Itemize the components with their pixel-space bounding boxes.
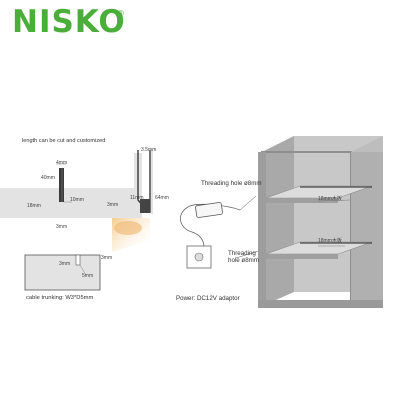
cabinet-right-front bbox=[351, 152, 383, 306]
socket-plug bbox=[194, 252, 204, 262]
dim-3mm-mid: 3mm bbox=[107, 202, 119, 208]
cabinet-face-left bbox=[258, 152, 266, 306]
dim-4mm: 4mm bbox=[56, 160, 68, 166]
trunking-groove bbox=[75, 254, 81, 266]
shelf-top-label: 18mm木板 bbox=[318, 196, 342, 202]
leader-shelf-top bbox=[317, 199, 351, 202]
dim-11mm: 11mm bbox=[130, 195, 144, 201]
wood-panel-left bbox=[0, 188, 98, 218]
aluminium-profile bbox=[59, 168, 64, 202]
registered-mark: ® bbox=[118, 9, 124, 18]
light-glow-core bbox=[114, 221, 142, 235]
shelf-bottom-label: 18mm木板 bbox=[318, 238, 342, 244]
dim-64mm: 64mm bbox=[155, 195, 169, 201]
cabinet-side-left bbox=[262, 136, 294, 306]
dim-5mm: 5mm bbox=[82, 273, 94, 279]
leader-hole-bottom bbox=[235, 249, 263, 259]
dim-3mm-left: 3mm bbox=[56, 224, 68, 230]
corner-profile-body bbox=[140, 199, 150, 213]
threading-hole-top-label: Threading hole ø8mm bbox=[201, 180, 262, 187]
dim-10mm: 10mm bbox=[70, 197, 84, 203]
note-cut-customize: length can be cut and customized bbox=[22, 138, 106, 144]
shelf-top-edge bbox=[266, 198, 338, 203]
leader-hole-top bbox=[239, 195, 257, 211]
threading-hole-bottom-label: Threading hole ø8mm bbox=[228, 250, 259, 264]
cable-trunking-label: cable trunking: W3*D5mm bbox=[26, 295, 94, 301]
cabinet-base bbox=[258, 300, 383, 308]
corner-panel-horizontal bbox=[98, 200, 142, 218]
power-adaptor-label: Power: DC12V adaptor bbox=[176, 295, 240, 302]
brand-logo: NISKO bbox=[12, 4, 126, 40]
dim-3mm-trunk-a: 3mm bbox=[101, 255, 113, 261]
dim-40mm: 40mm bbox=[41, 175, 55, 181]
dim-18mm: 18mm bbox=[27, 203, 41, 209]
dim-3-5mm: 3.5mm bbox=[141, 147, 157, 153]
dim-line-5 bbox=[79, 264, 87, 276]
power-adaptor bbox=[195, 202, 223, 218]
trunking-panel bbox=[24, 254, 101, 291]
dim-3mm-trunk-b: 3mm bbox=[59, 261, 71, 267]
shelf-bottom-edge bbox=[266, 254, 338, 259]
